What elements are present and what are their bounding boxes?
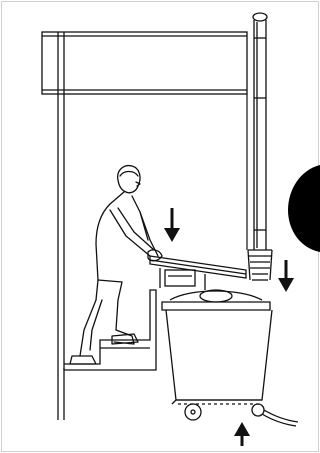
arrow-down-bin-lid	[278, 260, 294, 292]
waste-bin	[162, 290, 298, 426]
arrow-down-near-chute	[164, 208, 180, 242]
worker-platform	[64, 290, 156, 370]
ceiling-header	[42, 32, 247, 94]
black-blob-shape	[288, 165, 320, 252]
slide-board	[150, 256, 246, 290]
worker-figure	[70, 166, 162, 364]
chute-pipe	[248, 13, 272, 280]
arrow-up-bin-wheel	[234, 422, 250, 446]
